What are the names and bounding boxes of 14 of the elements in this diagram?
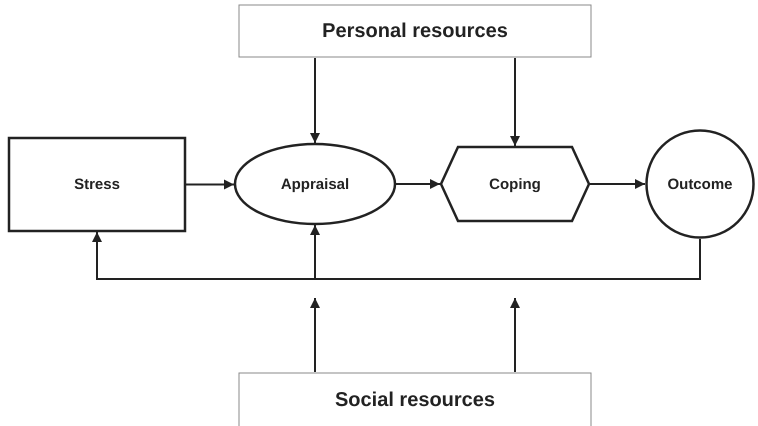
node-label: Outcome (667, 176, 732, 192)
arrow (310, 298, 320, 372)
node-label: Social resources (334, 388, 496, 412)
arrow (510, 58, 520, 146)
arrow (590, 179, 645, 189)
arrow (510, 298, 520, 372)
node-label: Coping (489, 176, 541, 192)
arrow (186, 180, 234, 190)
arrow (310, 225, 701, 280)
node-label: Appraisal (280, 176, 350, 192)
node-label: Personal resources (322, 20, 508, 42)
node-label: Stress (74, 176, 120, 193)
arrow (310, 58, 320, 143)
arrow (396, 179, 440, 189)
